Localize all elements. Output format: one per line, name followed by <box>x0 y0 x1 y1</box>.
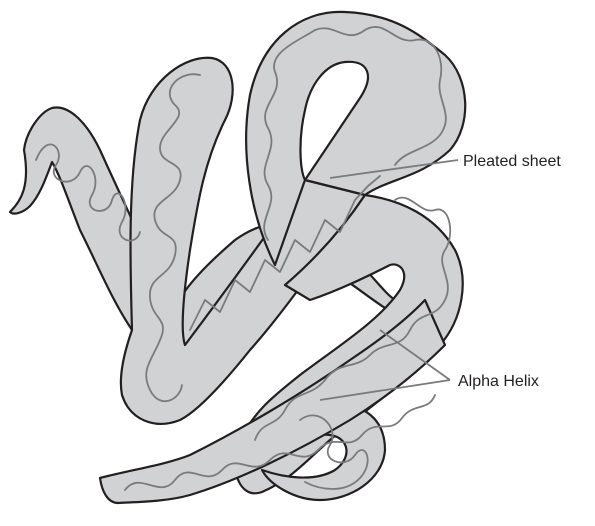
protein-ribbon <box>10 12 465 503</box>
alpha-helix-label: Alpha Helix <box>458 373 539 390</box>
pleated-sheet-label: Pleated sheet <box>463 153 561 170</box>
ribbon-left-hook <box>10 108 150 330</box>
